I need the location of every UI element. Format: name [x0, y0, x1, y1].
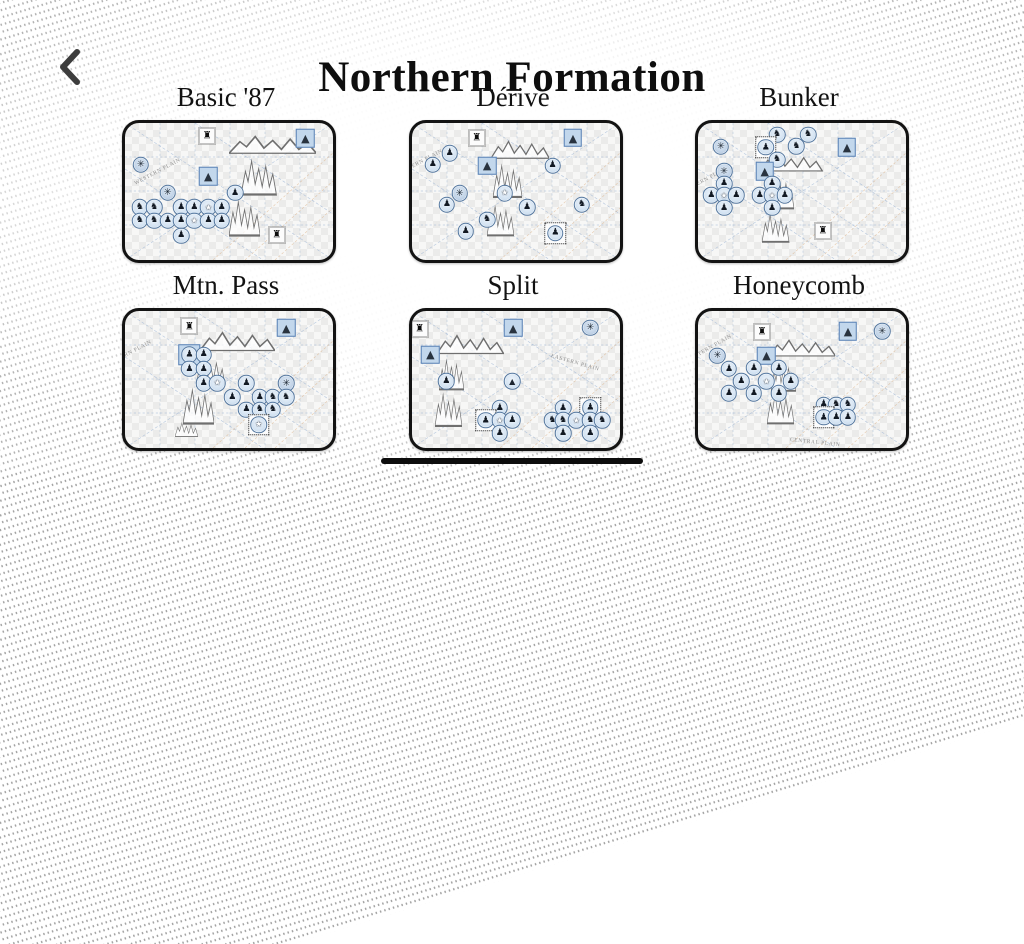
formation-map-basic-87[interactable]: WESTERN PLAIN♜▲▲✳✳♟♞♞♟♟★♟♞♞♟♟★♟♟♟♜: [122, 120, 336, 263]
token-fort: ▲: [421, 345, 440, 364]
token-inf: ♟: [728, 187, 745, 204]
token-inf: ♟: [554, 424, 572, 442]
token-inf: ♟: [720, 360, 738, 378]
token-inf: ♟: [172, 227, 190, 244]
token-inf: ♟: [491, 424, 509, 442]
token-fort: ▲: [477, 156, 497, 175]
map-grid: [125, 311, 333, 448]
token-swirl: ✳: [873, 323, 891, 340]
token-swirl: ✳: [159, 184, 176, 202]
token-castle: ♜: [468, 129, 486, 147]
token-fort: ▲: [837, 138, 857, 157]
token-cav: ♞: [277, 389, 295, 406]
home-indicator[interactable]: [381, 458, 643, 464]
token-cav: ♞: [478, 211, 496, 228]
formation-card-split[interactable]: Split EASTERN PLAIN♜▲✳▲♟▲♟♟★♟♟♟♟♞♞★♞♞♟♟: [409, 266, 623, 451]
formation-label: Basic '87: [176, 82, 276, 112]
token-cav: ♞: [264, 401, 282, 418]
token-inf: ♟: [720, 384, 738, 402]
token-inf: ♟: [424, 156, 442, 173]
token-swirl: ✳: [712, 138, 730, 156]
token-inf: ♟: [178, 343, 201, 366]
token-castle: ♜: [753, 323, 771, 341]
token-fort: ▲: [503, 318, 523, 338]
token-fort: ▲: [296, 128, 315, 148]
token-fort: ▲: [198, 166, 218, 186]
token-inf: ♟: [763, 199, 781, 217]
formation-card-bunker[interactable]: Bunker EASTERN PLAIN♞♞✳♟♞▲♞✳▲♟♟♟★♟♟★♟♟♟♜: [695, 78, 909, 263]
token-inf: ♟: [544, 157, 561, 174]
token-swirl: ✳: [709, 347, 726, 364]
token-inf: ♟: [745, 359, 763, 377]
token-inf: ♟: [715, 199, 733, 217]
formation-label: Dérive: [476, 82, 550, 112]
token-inf: ♟: [518, 199, 536, 216]
formation-map-derive[interactable]: WESTERN PLAIN♜▲▲♟♟♟✳★♟♟♞♞♟♟: [409, 120, 623, 263]
formation-card-basic-87[interactable]: Basic '87 WESTERN PLAIN♜▲▲✳✳♟♞♞♟♟★♟♞♞♟♟★…: [122, 78, 336, 263]
token-inf: ♟: [457, 223, 474, 240]
token-inf: ♟: [438, 373, 455, 390]
page-title: Northern Formation: [318, 53, 706, 101]
chevron-left-icon: [55, 48, 85, 90]
token-inf: ♟: [745, 384, 763, 402]
token-star: ★: [247, 413, 270, 436]
token-castle: ♜: [412, 320, 429, 338]
token-swirl: ✳: [582, 319, 599, 337]
token-peak: ▲: [504, 373, 521, 390]
formation-map-split[interactable]: EASTERN PLAIN♜▲✳▲♟▲♟♟★♟♟♟♟♞♞★♞♞♟♟: [409, 308, 623, 451]
token-cav: ♞: [799, 126, 817, 143]
formation-label: Split: [487, 270, 539, 300]
formation-map-bunker[interactable]: EASTERN PLAIN♞♞✳♟♞▲♞✳▲♟♟♟★♟♟★♟♟♟♜: [695, 120, 909, 263]
map-grid: [412, 123, 620, 260]
token-inf: ♟: [224, 389, 241, 406]
token-inf: ♟: [770, 384, 788, 402]
formation-card-derive[interactable]: Dérive WESTERN PLAIN♜▲▲♟♟♟✳★♟♟♞♞♟♟: [409, 78, 623, 263]
token-cav: ♞: [573, 196, 591, 213]
token-fort: ▲: [563, 128, 583, 148]
formation-label: Bunker: [759, 82, 839, 112]
token-inf: ♟: [839, 409, 857, 426]
token-inf: ♟: [441, 144, 458, 162]
token-castle: ♜: [268, 226, 286, 244]
token-castle: ♜: [198, 127, 216, 145]
token-cav: ♞: [788, 138, 805, 155]
token-cav: ♞: [594, 412, 611, 429]
token-inf: ♟: [238, 374, 255, 392]
token-fort: ▲: [276, 318, 296, 338]
formation-map-mtn-pass[interactable]: WESTERN PLAIN♜▲♟♟♟♟♟★♟✳♟♟♞♞♟♞♞★: [122, 308, 336, 451]
token-inf: ♟: [733, 373, 750, 390]
token-star: ★: [758, 373, 775, 390]
token-cav: ♞: [131, 212, 149, 229]
formation-label: Mtn. Pass: [172, 270, 280, 300]
back-button[interactable]: [52, 46, 88, 90]
token-inf: ♟: [213, 212, 230, 229]
token-inf: ♟: [438, 196, 456, 213]
token-star: ★: [186, 212, 203, 229]
token-swirl: ✳: [132, 156, 150, 173]
token-star: ★: [496, 184, 514, 202]
token-inf: ♟: [582, 424, 599, 442]
formation-card-mtn-pass[interactable]: Mtn. Pass WESTERN PLAIN♜▲♟♟♟♟♟★♟✳♟♟♞♞♟♞♞…: [122, 266, 336, 451]
token-fort: ▲: [838, 322, 858, 341]
token-inf: ♟: [504, 412, 521, 429]
token-inf: ♟: [544, 222, 567, 244]
token-swirl: ✳: [451, 184, 468, 202]
formation-label: Honeycomb: [733, 270, 865, 300]
token-castle: ♜: [814, 222, 832, 240]
token-castle: ♜: [180, 317, 198, 335]
